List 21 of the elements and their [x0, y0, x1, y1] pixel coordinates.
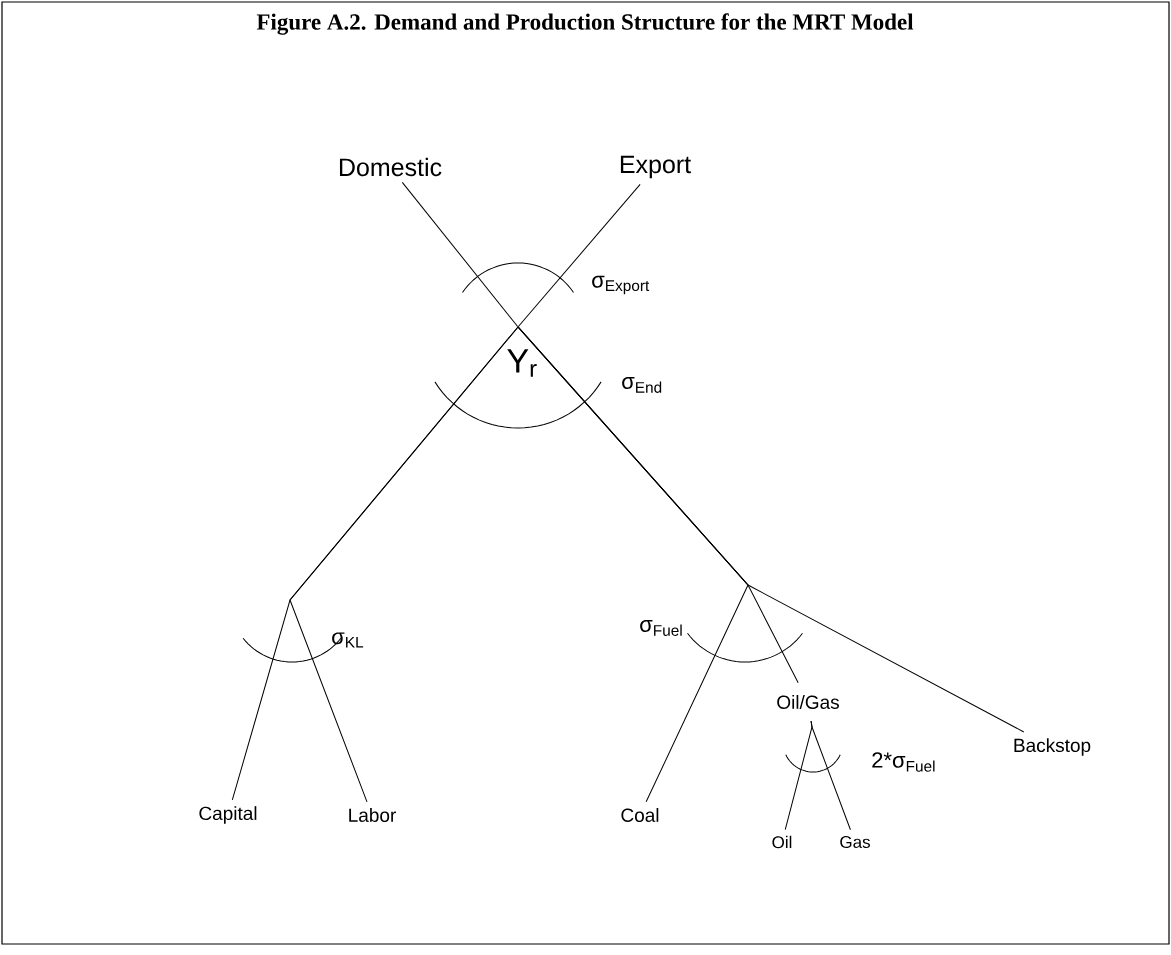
node-label: Export [620, 155, 691, 179]
node-label: Gas [840, 836, 870, 848]
node-label: Backstop [1014, 738, 1091, 756]
node-label: Labor [349, 808, 396, 822]
node-label: Domestic [339, 157, 442, 177]
elasticity-label: 2*σ$_{Fuel}$ [872, 752, 935, 772]
elasticity-label: σ$_{End}$ [622, 377, 662, 393]
node-label: Capital [199, 806, 257, 824]
branch-line [517, 183, 641, 328]
node-label: Oil [772, 835, 792, 849]
figure-title: Figure A.2. Demand and Production Structure for the MRT Model [256, 13, 914, 35]
node-label: Coal [621, 808, 659, 822]
elasticity-label: σ$_{Export}$ [592, 275, 650, 295]
branch-line [289, 326, 519, 803]
node-label: Oil/Gas [777, 695, 839, 709]
elasticity-label: σ$_{KL}$ [332, 632, 364, 648]
node-label: Y$_{r}$ [507, 349, 537, 377]
branch-line [401, 181, 519, 328]
branch-line [810, 720, 851, 831]
branch-line [517, 326, 1025, 733]
elasticity-label: σ$_{Fuel}$ [640, 620, 682, 636]
